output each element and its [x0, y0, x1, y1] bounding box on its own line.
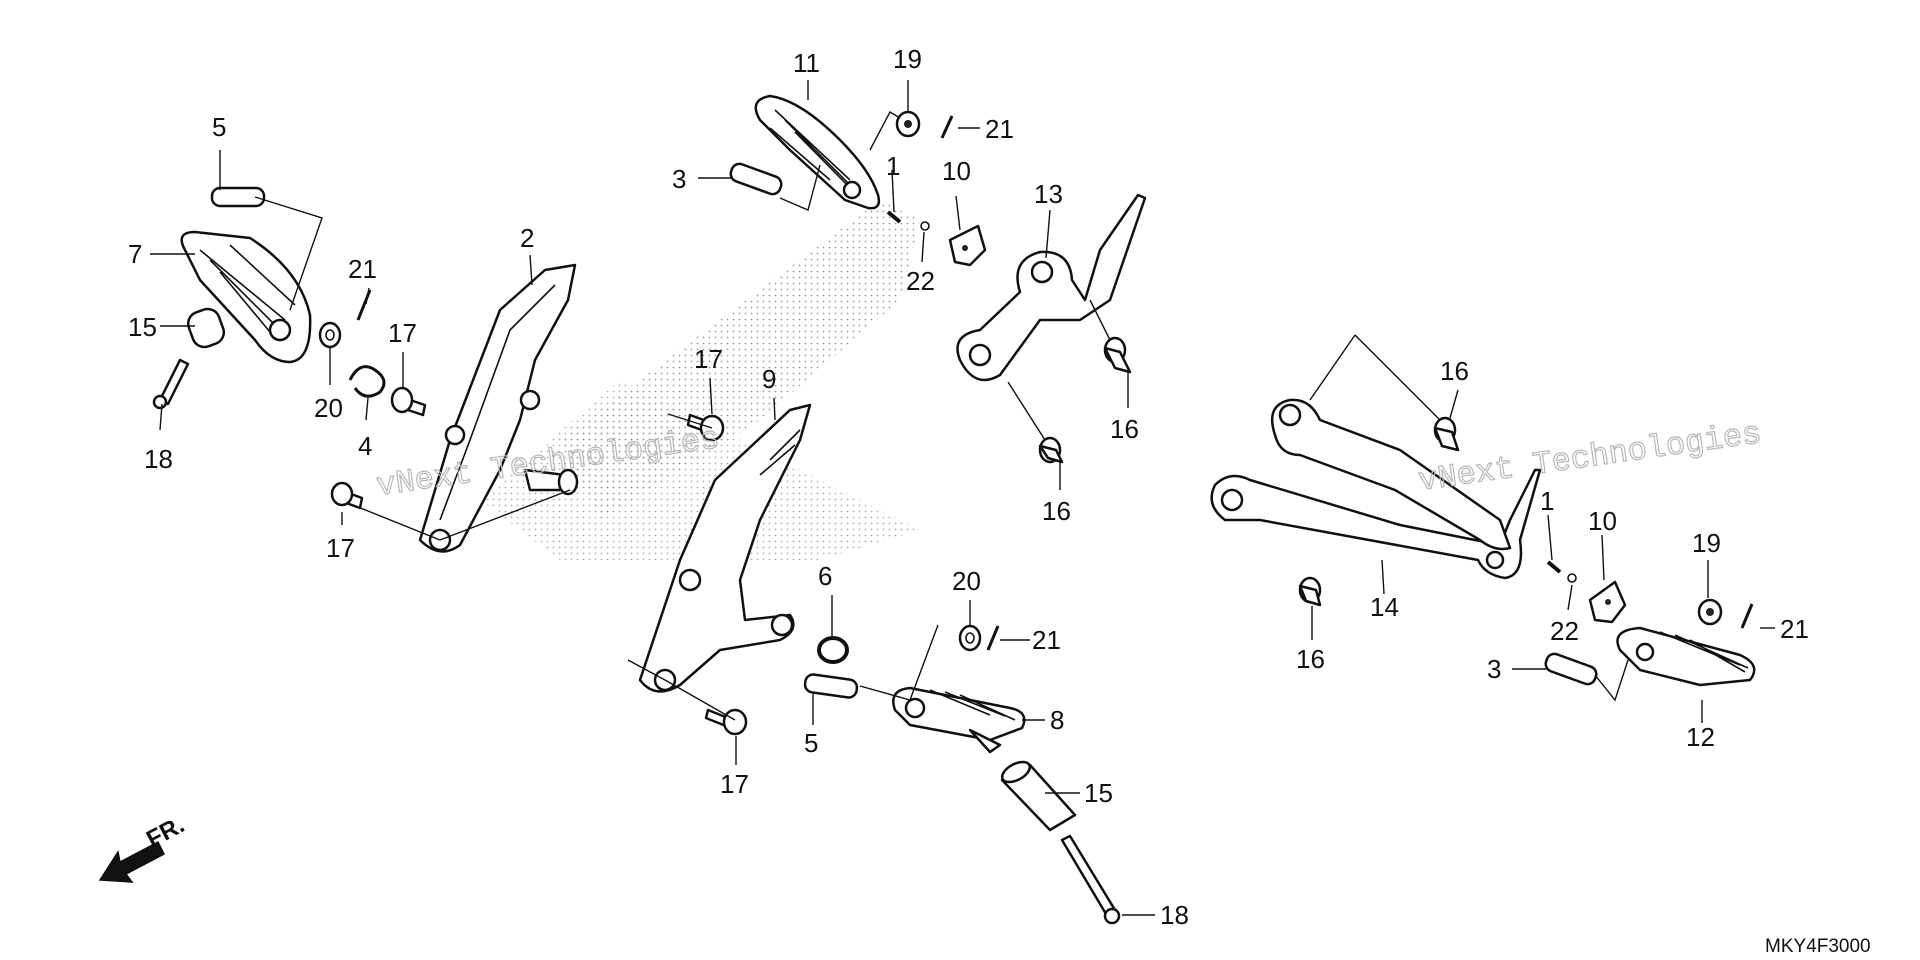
bolt-16-center-b: [1038, 436, 1064, 464]
callout-22-top: 22: [906, 266, 935, 296]
front-arrow-icon: [98, 840, 165, 883]
callout-7: 7: [128, 239, 142, 269]
callout-17-center-bottom: 17: [720, 769, 749, 799]
callout-5-right: 5: [804, 728, 818, 758]
pin-3-right: [1544, 652, 1598, 686]
callout-16-center-b: 16: [1042, 496, 1071, 526]
left-front-footpeg: [180, 230, 312, 364]
callout-14: 14: [1370, 592, 1399, 622]
footpeg-pin-5-left: [210, 186, 266, 208]
pillion-bracket-13: [956, 193, 1147, 382]
callout-21-right: 21: [1032, 625, 1061, 655]
bolt-17-center-bottom: [704, 708, 748, 736]
spring-6: [817, 636, 849, 664]
assembly-shadow-area: [480, 200, 920, 560]
callout-18-right: 18: [1160, 900, 1189, 930]
callout-16-right-b: 16: [1296, 644, 1325, 674]
bolt-17-left-b: [330, 481, 364, 510]
callout-19-right: 19: [1692, 528, 1721, 558]
callout-9: 9: [762, 364, 776, 394]
callout-1-top: 1: [886, 151, 900, 181]
watermark-text-right: vNext Technologies: [1416, 415, 1763, 500]
bolt-16-right-b: [1298, 576, 1322, 607]
bolt-18-left: [152, 358, 190, 410]
left-holder-2: [418, 263, 579, 553]
pin-5-right: [803, 673, 859, 699]
callout-3-right: 3: [1487, 654, 1501, 684]
callout-labels: 5 7 15 18 21 20 4 17 2 17 11 19 21 3 1 1…: [128, 44, 1809, 930]
callout-13: 13: [1034, 179, 1063, 209]
callout-21-left: 21: [348, 254, 377, 284]
washer-19-right: [1697, 598, 1723, 626]
bolt-16-right-a: [1433, 416, 1460, 452]
footpeg-11: [754, 94, 881, 210]
callout-5-left: 5: [212, 112, 226, 142]
callout-11: 11: [793, 48, 820, 78]
plate-10-right: [1588, 580, 1627, 624]
front-direction-marker: FR.: [98, 811, 189, 883]
callout-21-far-right: 21: [1780, 614, 1809, 644]
plate-10-top: [948, 224, 987, 267]
callout-12: 12: [1686, 722, 1715, 752]
callout-6: 6: [818, 561, 832, 591]
collar-15-right: [1000, 760, 1077, 832]
washer-20-right: [958, 624, 982, 652]
callout-17-left-a: 17: [388, 318, 417, 348]
spring-1-right: [1546, 560, 1562, 574]
callout-20-left: 20: [314, 393, 343, 423]
spring-4: [348, 365, 386, 398]
leader-lines: [150, 80, 1775, 916]
callout-20-right: 20: [952, 566, 981, 596]
callout-2: 2: [520, 223, 534, 253]
callout-3-top: 3: [672, 164, 686, 194]
bolt-17-left-a: [390, 386, 427, 417]
callout-18-left: 18: [144, 444, 173, 474]
callout-10-top: 10: [942, 156, 971, 186]
footpeg-8: [892, 686, 1026, 754]
collar-15-left: [186, 307, 226, 349]
callout-19-top: 19: [893, 44, 922, 74]
pin-3-top: [729, 162, 783, 196]
callout-10-right: 10: [1588, 506, 1617, 536]
cotter-21-far-right: [1740, 603, 1754, 629]
callout-4: 4: [358, 431, 372, 461]
washer-19-top: [895, 110, 921, 138]
callout-8: 8: [1050, 705, 1064, 735]
callout-17-left-b: 17: [326, 533, 355, 563]
ball-22-top: [920, 221, 930, 231]
callout-1-right: 1: [1540, 486, 1554, 516]
callout-16-center-a: 16: [1110, 414, 1139, 444]
pillion-bracket-14: [1210, 398, 1542, 580]
ball-22-right: [1567, 573, 1577, 583]
spring-1-top: [886, 210, 902, 224]
footpeg-12: [1616, 626, 1756, 687]
callout-15-left: 15: [128, 312, 157, 342]
callout-22-right: 22: [1550, 616, 1579, 646]
callout-21-top: 21: [985, 114, 1014, 144]
callout-15-right: 15: [1084, 778, 1113, 808]
diagram-code: MKY4F3000: [1765, 936, 1871, 957]
cotter-21-right: [986, 625, 1000, 651]
bolt-16-center-a: [1103, 336, 1132, 374]
cotter-21-top: [940, 115, 954, 139]
callout-16-right-a: 16: [1440, 356, 1469, 386]
bolt-18-right: [1060, 834, 1121, 925]
callout-17-center-top: 17: [694, 344, 723, 374]
washer-20-left: [318, 321, 342, 349]
